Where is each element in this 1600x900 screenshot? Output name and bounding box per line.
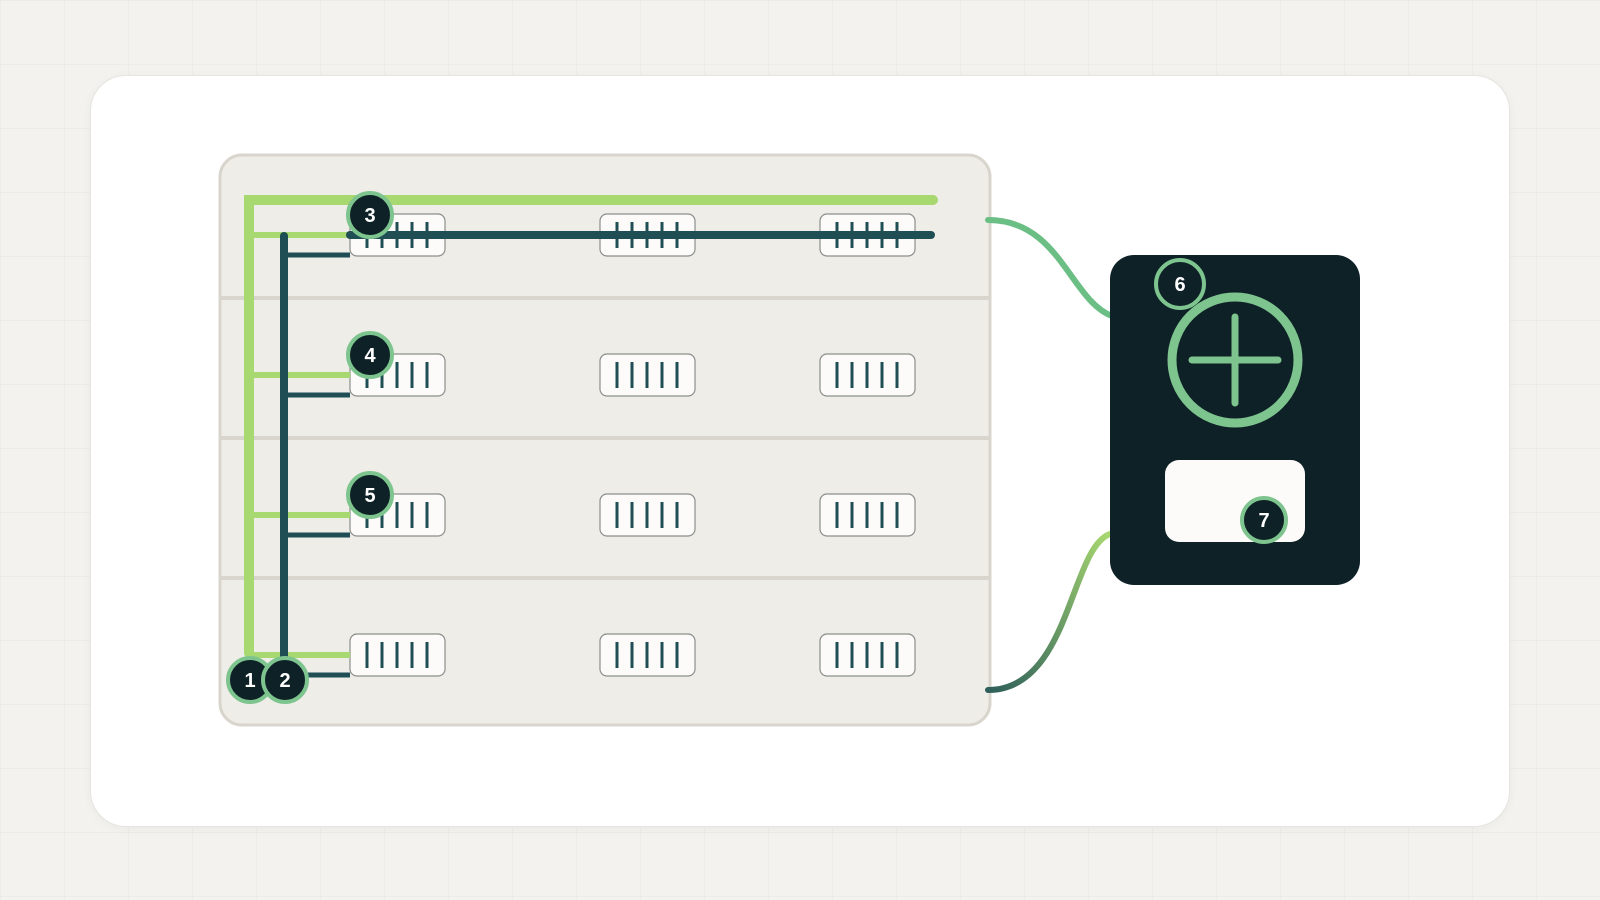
plus-circle-icon	[1167, 292, 1303, 428]
badge-3: 3	[346, 191, 394, 239]
rack-port	[599, 633, 696, 677]
badge-4-circle	[346, 331, 394, 379]
badge-4-label: 4	[364, 345, 376, 367]
badge-7-label: 7	[1258, 510, 1269, 532]
badge-5-label: 5	[364, 485, 375, 507]
rack-port	[819, 353, 916, 397]
badge-4: 4	[346, 331, 394, 379]
plus-circle-ring	[1167, 292, 1303, 428]
upper-cable	[985, 217, 1115, 319]
badge-3-circle	[346, 191, 394, 239]
rack-row-dividers	[221, 296, 989, 580]
light-green-main-line	[244, 195, 938, 658]
badge-5: 5	[346, 471, 394, 519]
badge-6: 6	[1154, 258, 1206, 310]
badge-7: 7	[1240, 496, 1288, 544]
lower-cable	[985, 531, 1113, 693]
badge-2-label: 2	[279, 670, 290, 692]
numbered-badges: 1 2 3 4 5 6 7	[226, 191, 1288, 704]
badge-6-label: 6	[1174, 274, 1185, 296]
badge-6-circle	[1154, 258, 1206, 310]
badge-1: 1	[226, 656, 274, 704]
rack-port	[819, 493, 916, 537]
dark-teal-trunk	[280, 231, 935, 679]
badge-2: 2	[261, 656, 309, 704]
badge-5-circle	[346, 471, 394, 519]
badge-1-label: 1	[244, 670, 255, 692]
rack-port	[599, 353, 696, 397]
rack-port	[599, 493, 696, 537]
light-green-trunk	[244, 195, 938, 658]
rack-port	[819, 633, 916, 677]
rack-port	[349, 633, 446, 677]
badge-3-label: 3	[364, 205, 375, 227]
badge-2-circle	[261, 656, 309, 704]
badge-7-circle	[1240, 496, 1288, 544]
